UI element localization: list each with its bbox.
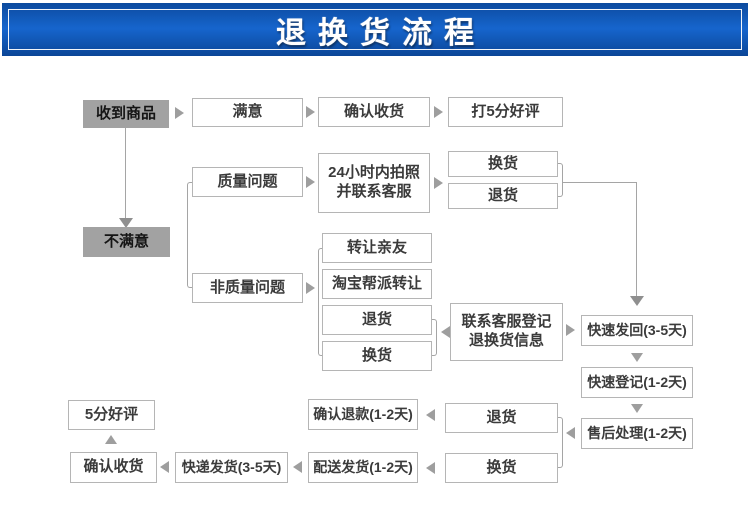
node-confirm-receipt-top: 确认收货 xyxy=(318,97,430,127)
bracket-connector xyxy=(432,319,437,356)
node-confirm-receipt-bottom: 确认收货 xyxy=(70,452,157,483)
arrow-down-icon xyxy=(631,353,643,362)
node-exchange-quality: 换货 xyxy=(448,151,558,177)
arrow-right-icon xyxy=(566,324,575,336)
connector-line xyxy=(636,183,637,297)
arrow-left-icon xyxy=(441,326,450,338)
node-exchange-non-quality: 换货 xyxy=(322,341,432,371)
arrow-up-icon xyxy=(105,435,117,444)
node-return-quality: 退货 xyxy=(448,183,558,209)
arrow-left-icon xyxy=(566,427,575,439)
node-non-quality-problem: 非质量问题 xyxy=(192,273,303,303)
node-five-star-bottom: 5分好评 xyxy=(68,400,155,430)
arrow-left-icon xyxy=(160,461,169,473)
arrow-down-icon xyxy=(119,218,133,228)
arrow-right-icon xyxy=(306,282,315,294)
node-satisfied: 满意 xyxy=(192,98,303,127)
arrow-down-icon xyxy=(630,296,644,306)
node-delivery-ship: 配送发货(1-2天) xyxy=(308,452,418,483)
title-banner-frame: 退换货流程 xyxy=(8,9,742,50)
node-after-sales: 售后处理(1-2天) xyxy=(581,418,693,449)
node-unsatisfied: 不满意 xyxy=(83,227,170,257)
arrow-right-icon xyxy=(306,176,315,188)
bracket-connector xyxy=(318,248,323,356)
page-title: 退换货流程 xyxy=(276,16,486,50)
node-quality-problem: 质量问题 xyxy=(192,167,303,197)
bracket-connector xyxy=(558,417,563,468)
node-exchange-bottom: 换货 xyxy=(445,453,558,483)
arrow-left-icon xyxy=(293,461,302,473)
arrow-right-icon xyxy=(434,106,443,118)
node-five-star-top: 打5分好评 xyxy=(448,97,563,127)
node-return-bottom: 退货 xyxy=(445,403,558,433)
node-fast-return: 快速发回(3-5天) xyxy=(581,315,693,346)
arrow-left-icon xyxy=(426,462,435,474)
node-express-ship: 快递发货(3-5天) xyxy=(175,452,288,483)
bracket-connector xyxy=(187,182,192,288)
bracket-connector xyxy=(558,163,563,197)
title-banner: 退换货流程 xyxy=(2,3,748,56)
connector-line xyxy=(563,182,637,183)
arrow-left-icon xyxy=(426,409,435,421)
node-received-goods: 收到商品 xyxy=(83,100,169,128)
arrow-right-icon xyxy=(306,106,315,118)
node-photo-24h: 24小时内拍照 并联系客服 xyxy=(318,153,430,213)
node-transfer-friends: 转让亲友 xyxy=(322,233,432,263)
node-fast-register: 快速登记(1-2天) xyxy=(581,367,693,398)
arrow-right-icon xyxy=(175,107,184,119)
node-contact-service: 联系客服登记 退换货信息 xyxy=(450,303,563,361)
arrow-down-icon xyxy=(631,404,643,413)
arrow-right-icon xyxy=(434,177,443,189)
node-taobao-transfer: 淘宝帮派转让 xyxy=(322,269,432,299)
node-return-non-quality: 退货 xyxy=(322,305,432,335)
node-confirm-refund: 确认退款(1-2天) xyxy=(308,399,418,430)
connector-line xyxy=(125,128,126,220)
